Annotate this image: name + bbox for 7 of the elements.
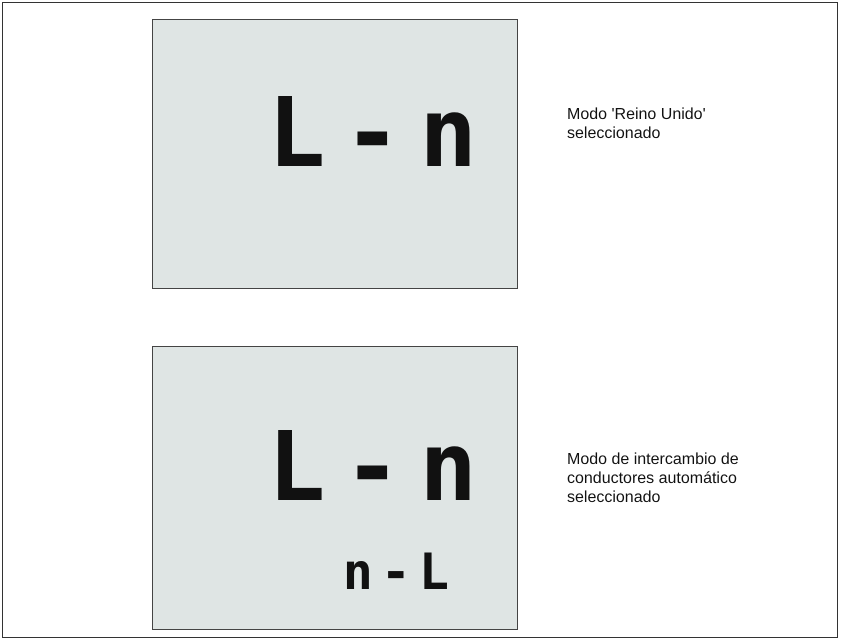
display-readout: n-L bbox=[342, 547, 457, 597]
caption-text: Modo de intercambio de conductores automático seleccionado bbox=[567, 450, 740, 507]
display-readout: L-n bbox=[268, 419, 495, 515]
lcd-screen bbox=[152, 346, 518, 630]
display-readout: L-n bbox=[268, 85, 495, 181]
caption-text: Modo 'Reino Unido' seleccionado bbox=[567, 105, 707, 143]
lcd-screen bbox=[152, 19, 518, 289]
